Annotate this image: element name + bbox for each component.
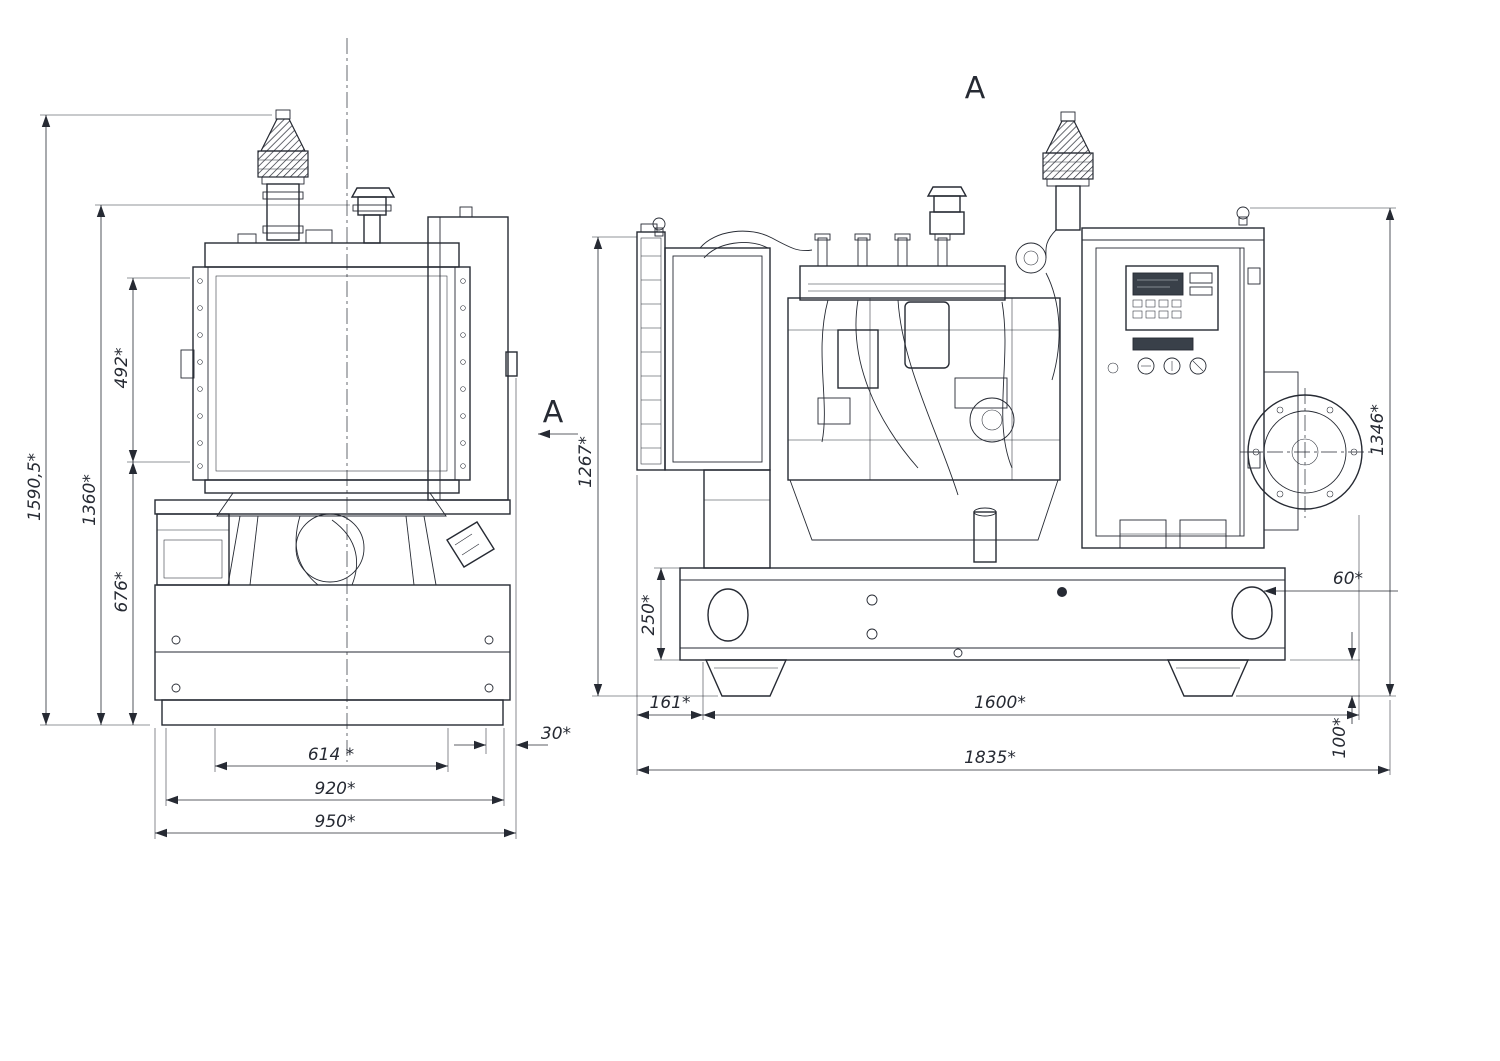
engine-side <box>787 229 1061 563</box>
generator-flange-side <box>1240 371 1372 531</box>
dim-side-offset: 30* <box>541 724 571 744</box>
mid-rail-front <box>154 499 511 515</box>
section-arrow-label: A <box>543 395 564 430</box>
section-arrow-front: A <box>538 395 578 439</box>
dim-hole-offset: 60* <box>1333 569 1363 589</box>
side-dimensions: 1267* 1346* 250* 60* 100* 161* 1600* 183… <box>576 207 1398 775</box>
dim-frame-height: 250* <box>639 595 659 636</box>
lifting-eyes <box>652 206 1250 237</box>
dim-front-overhang: 161* <box>650 693 691 713</box>
dim-total-height: 1590,5* <box>25 453 45 521</box>
battery-box-front <box>156 513 230 586</box>
dim-overall-length: 1835* <box>964 748 1016 768</box>
dim-inner-width: 614 * <box>308 745 354 765</box>
dim-radiator-core-height: 492* <box>112 348 132 389</box>
front-view: A <box>154 38 578 762</box>
side-view: A <box>636 71 1372 697</box>
dim-overall-width: 950* <box>315 812 356 832</box>
dim-height-to-filler: 1360* <box>80 474 100 526</box>
dim-skid-width: 920* <box>315 779 356 799</box>
radiator-support-front <box>216 492 447 586</box>
base-front <box>154 584 511 726</box>
filler-neck-side <box>926 186 968 235</box>
radiator-front <box>180 229 471 494</box>
dim-canopy-height: 1346* <box>1368 404 1388 456</box>
air-cleaner-cap-front <box>257 109 309 241</box>
dim-foot-height: 100* <box>1330 718 1350 759</box>
air-cleaner-cap-side <box>1042 111 1094 231</box>
dim-frame-length: 1600* <box>974 693 1026 713</box>
side-cabinet-edge-front <box>427 206 518 501</box>
dim-radiator-to-base: 676* <box>112 572 132 613</box>
control-cabinet-side <box>1081 227 1265 549</box>
front-dimensions: 1590,5* 1360* 492* 676* 614 * 920* 950* … <box>25 114 571 839</box>
base-frame-side <box>679 567 1286 697</box>
filler-neck-front <box>350 187 396 244</box>
exhaust-stub-front <box>446 521 495 568</box>
section-view-label: A <box>965 71 986 106</box>
dim-radiator-height: 1267* <box>576 436 596 488</box>
radiator-side <box>636 223 813 569</box>
